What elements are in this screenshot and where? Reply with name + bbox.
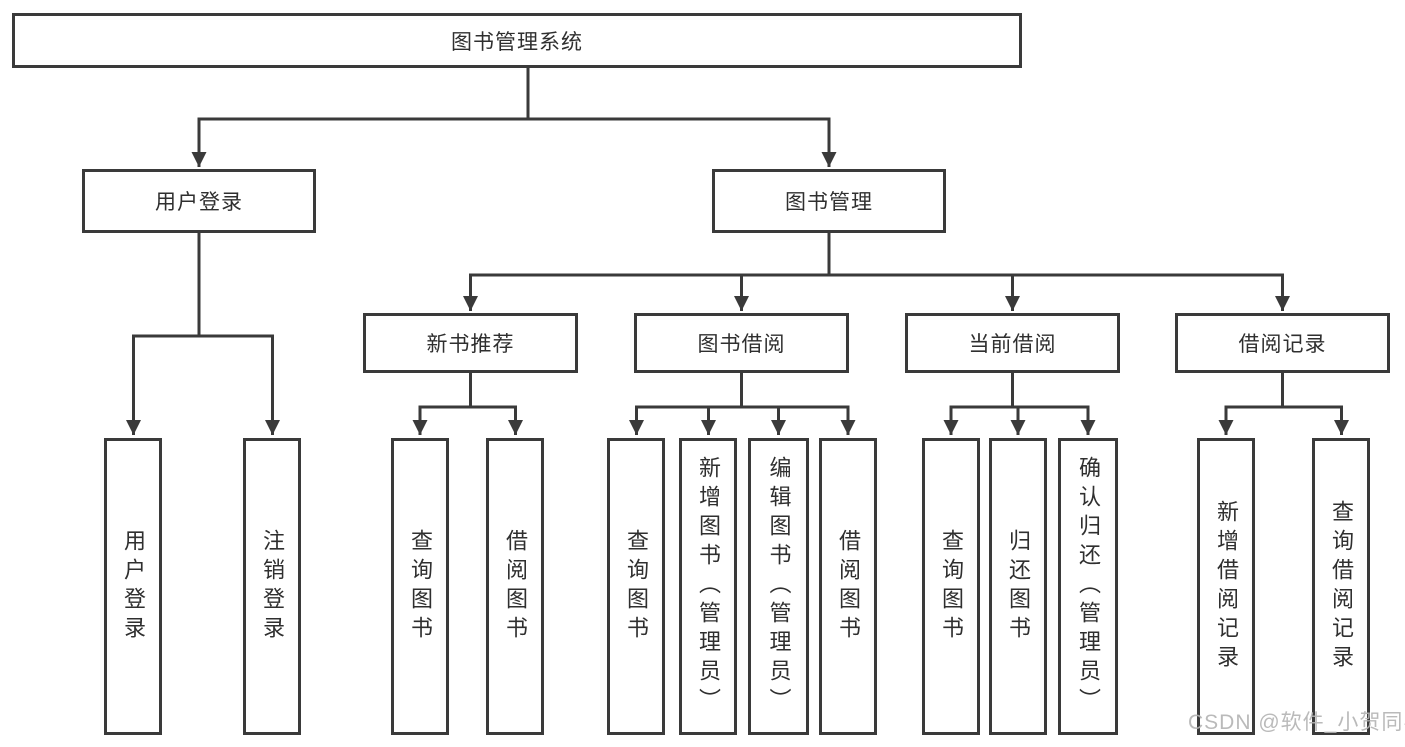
leaf-label: 借阅图书: [836, 528, 861, 645]
leaf-label: 用户登录: [121, 528, 146, 645]
leaf-add-books-admin: 新增图书（管理员）: [679, 438, 737, 735]
node-new-book-recommendation: 新书推荐: [363, 313, 578, 373]
leaf-edit-books-admin: 编辑图书（管理员）: [748, 438, 809, 735]
leaf-label: 编辑图书（管理员）: [766, 456, 792, 717]
node-user-login: 用户登录: [82, 169, 316, 233]
leaf-label: 查询图书: [939, 528, 964, 645]
leaf-logout: 注销登录: [243, 438, 301, 735]
node-library-management-system: 图书管理系统: [12, 13, 1022, 68]
csdn-watermark: CSDN @软件_小贺同学: [1188, 711, 1405, 734]
leaf-confirm-return-admin: 确认归还（管理员）: [1058, 438, 1118, 735]
leaf-label: 注销登录: [260, 528, 285, 645]
leaf-query-books: 查询图书: [607, 438, 665, 735]
leaf-label: 查询借阅记录: [1329, 499, 1354, 674]
leaf-user-login: 用户登录: [104, 438, 162, 735]
node-book-borrowing: 图书借阅: [634, 313, 849, 373]
leaf-query-books: 查询图书: [922, 438, 980, 735]
leaf-label: 查询图书: [408, 528, 433, 645]
leaf-borrow-books: 借阅图书: [819, 438, 877, 735]
leaf-borrow-books: 借阅图书: [486, 438, 544, 735]
leaf-return-books: 归还图书: [989, 438, 1047, 735]
leaf-label: 借阅图书: [503, 528, 528, 645]
node-book-management: 图书管理: [712, 169, 946, 233]
node-current-borrowing: 当前借阅: [905, 313, 1120, 373]
leaf-label: 确认归还（管理员）: [1076, 456, 1101, 717]
leaf-query-books: 查询图书: [391, 438, 449, 735]
leaf-label: 查询图书: [624, 528, 649, 645]
leaf-query-borrow-record: 查询借阅记录: [1312, 438, 1370, 735]
leaf-add-borrow-record: 新增借阅记录: [1197, 438, 1255, 735]
leaf-label: 新增图书（管理员）: [696, 456, 721, 717]
leaf-label: 新增借阅记录: [1214, 499, 1239, 674]
leaf-label: 归还图书: [1006, 528, 1031, 645]
node-borrowing-records: 借阅记录: [1175, 313, 1390, 373]
